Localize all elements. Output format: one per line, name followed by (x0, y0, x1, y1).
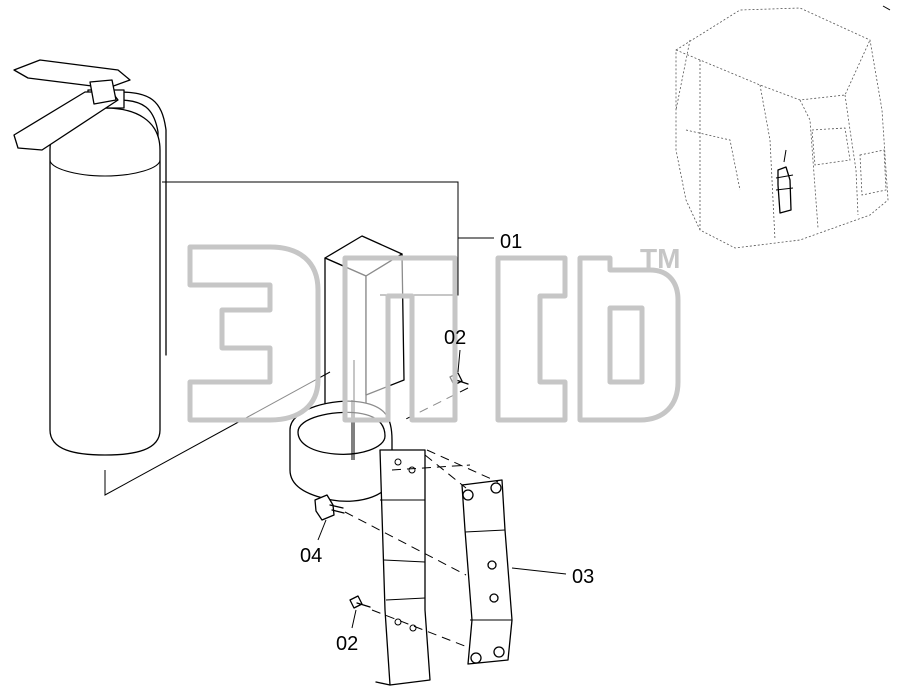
label-part-02-lower: 02 (336, 633, 358, 655)
mounting-plate (461, 479, 513, 665)
label-part-02-upper: 02 (444, 327, 466, 349)
trademark-mark: TM (640, 243, 680, 274)
bolt-side-icon (314, 494, 345, 521)
label-part-03: 03 (572, 566, 594, 588)
fire-extinguisher (13, 59, 167, 456)
bolt-lower-icon (349, 595, 371, 609)
label-part-01: 01 (500, 231, 522, 253)
cab-locator-inset (675, 5, 891, 249)
watermark-logo: TM (187, 243, 681, 423)
label-part-04: 04 (300, 545, 322, 567)
